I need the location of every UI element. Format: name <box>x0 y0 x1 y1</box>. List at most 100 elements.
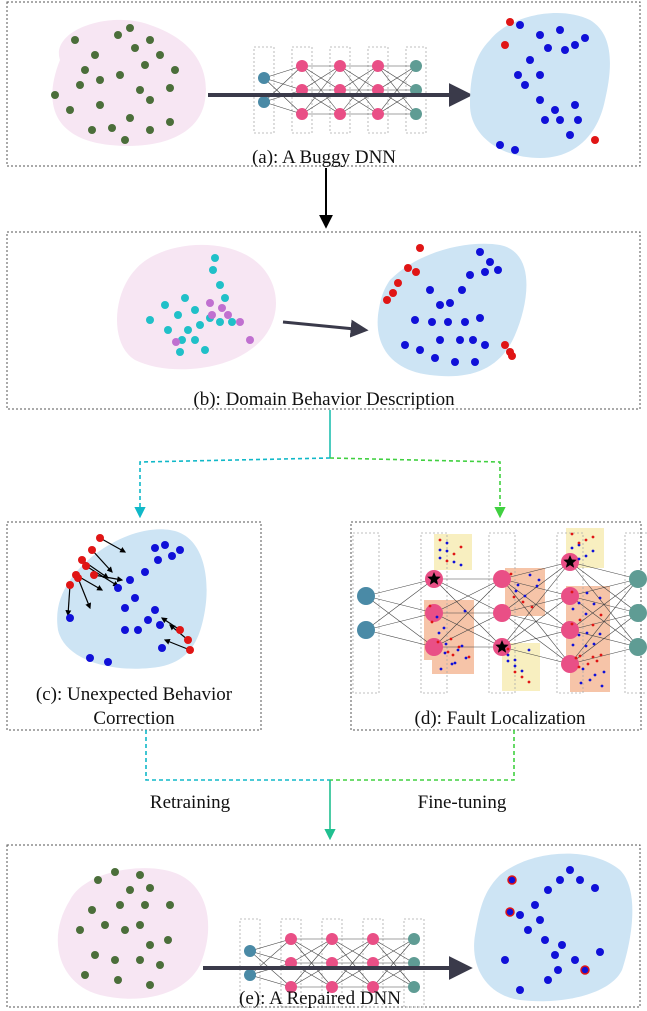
data-point <box>156 51 164 59</box>
connection <box>569 578 639 665</box>
activation-dot <box>571 643 575 647</box>
data-point <box>108 124 116 132</box>
data-point <box>511 146 519 154</box>
activation-dot <box>599 613 603 617</box>
connection <box>249 938 292 952</box>
data-point <box>156 621 164 629</box>
data-point <box>121 136 129 144</box>
data-point <box>541 936 549 944</box>
activation-dot <box>435 615 439 619</box>
misclassified-point <box>74 574 82 582</box>
data-point <box>116 71 124 79</box>
panel-d-caption: (d): Fault Localization <box>415 708 586 729</box>
correction-arrow <box>85 565 120 587</box>
data-point <box>481 268 489 276</box>
layer-box <box>291 46 313 134</box>
activation-dot <box>513 670 517 674</box>
activation-dot <box>579 681 583 685</box>
activation-dot <box>592 602 596 606</box>
panel-a-caption: (a): A Buggy DNN <box>252 147 396 168</box>
connection <box>339 65 379 91</box>
misclassified-point <box>508 352 516 360</box>
misclassified-point <box>501 41 509 49</box>
neuron <box>425 604 443 622</box>
misclassified-point <box>184 636 192 644</box>
data-point <box>121 604 129 612</box>
activation-dot <box>464 656 468 660</box>
network-a <box>253 46 427 134</box>
activation-dot <box>459 545 463 549</box>
activation-dot <box>577 557 581 561</box>
connection <box>501 646 571 665</box>
activation-dot <box>520 675 524 679</box>
panel-e-caption: (e): A Repaired DNN <box>239 988 401 1009</box>
data-point <box>146 981 154 989</box>
output-distribution-blob-e <box>474 853 633 1002</box>
activation-dot <box>598 632 602 636</box>
neuron <box>493 604 511 622</box>
neuron <box>285 981 297 993</box>
layer-box <box>352 532 380 694</box>
data-point <box>496 141 504 149</box>
network-d <box>352 528 647 694</box>
activation-dot <box>537 578 541 582</box>
data-point <box>141 61 149 69</box>
data-point <box>551 951 559 959</box>
activation-dot <box>445 559 449 563</box>
activation-dot <box>506 653 510 657</box>
activation-dot <box>574 656 578 660</box>
connection <box>365 578 435 631</box>
output-distribution-blob-b <box>377 243 527 377</box>
activation-dot <box>523 594 527 598</box>
connection <box>365 578 435 597</box>
data-point <box>144 616 152 624</box>
data-point <box>94 876 102 884</box>
data-point <box>146 316 154 324</box>
data-point <box>168 552 176 560</box>
neuron <box>561 621 579 639</box>
activation-dot <box>520 669 524 673</box>
branch-arrows <box>134 410 506 519</box>
misclassified-point <box>591 136 599 144</box>
connection <box>331 938 374 988</box>
misclassified-point <box>96 534 104 542</box>
data-point <box>574 116 582 124</box>
activation-dot <box>595 659 599 663</box>
data-point <box>146 96 154 104</box>
activation-dot <box>602 670 606 674</box>
activation-dot <box>584 644 588 648</box>
data-point <box>571 956 579 964</box>
neuron <box>285 933 297 945</box>
data-point <box>451 358 459 366</box>
neuron <box>357 587 375 605</box>
connection <box>331 938 374 964</box>
data-point <box>131 594 139 602</box>
data-point <box>51 91 59 99</box>
activation-dot <box>598 596 602 600</box>
misclassified-point <box>88 546 96 554</box>
activation-dot <box>438 548 442 552</box>
panel-c-frame <box>6 521 262 731</box>
data-point <box>206 299 214 307</box>
misclassified-point <box>383 296 391 304</box>
input-distribution-blob <box>52 19 206 146</box>
data-point <box>536 96 544 104</box>
connection <box>290 938 333 988</box>
activation-dot <box>451 653 455 657</box>
data-point <box>431 354 439 362</box>
connection <box>569 612 639 665</box>
connection <box>365 629 435 648</box>
data-point <box>176 546 184 554</box>
input-points-b <box>146 254 254 356</box>
activation-dot <box>457 645 461 649</box>
neuron <box>408 981 420 993</box>
neuron <box>629 638 647 656</box>
neuron <box>367 933 379 945</box>
connection <box>501 629 571 648</box>
data-point <box>426 286 434 294</box>
activation-dot <box>513 658 517 662</box>
activation-dot <box>570 546 574 550</box>
data-point <box>176 348 184 356</box>
activation-dot <box>463 609 467 613</box>
data-point <box>184 326 192 334</box>
